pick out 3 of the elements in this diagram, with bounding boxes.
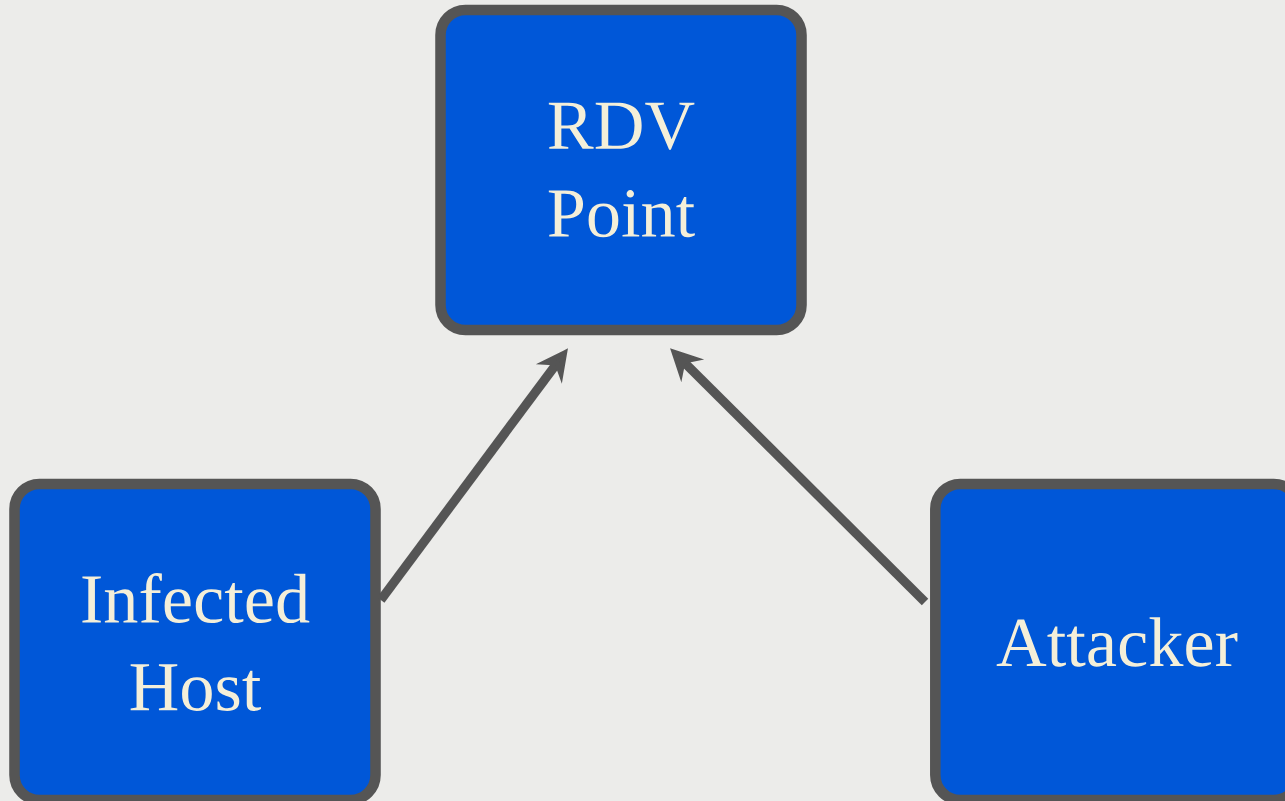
process-box: Infected Host: [9, 478, 381, 801]
process-box: RDV Point: [435, 4, 807, 336]
process-box: Attacker: [930, 478, 1285, 801]
